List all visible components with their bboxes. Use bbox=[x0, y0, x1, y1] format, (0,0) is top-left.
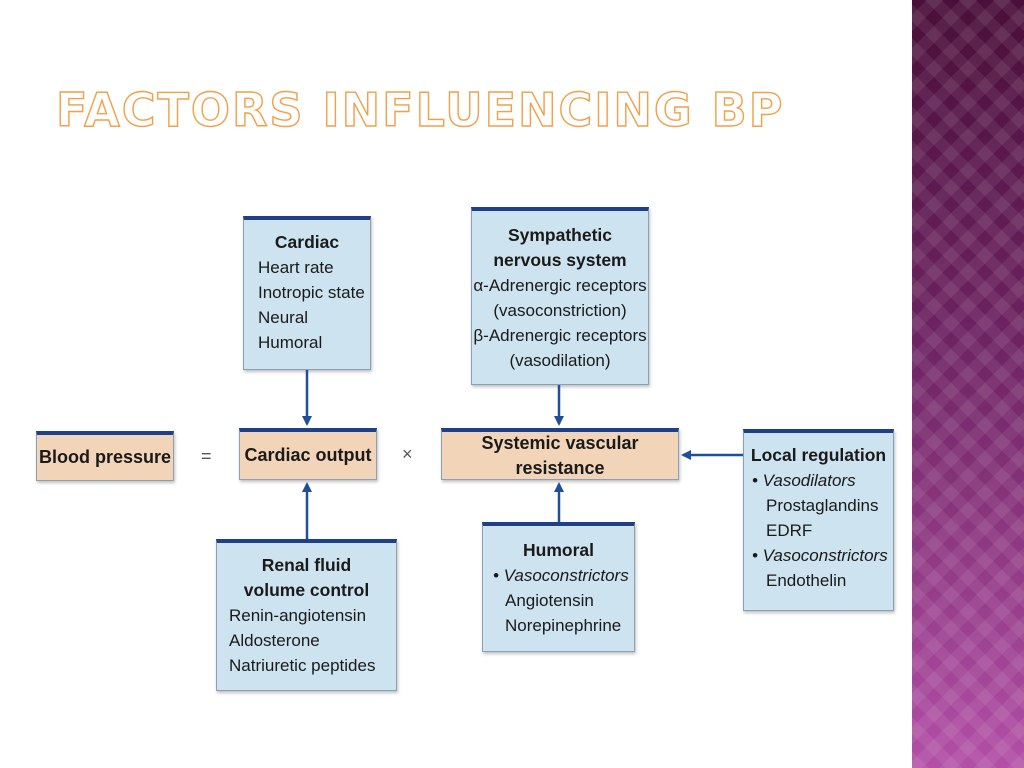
renal-title-line2: volume control bbox=[243, 580, 370, 600]
blood-pressure-label: Blood pressure bbox=[38, 447, 172, 467]
cardiac-item: Heart rate bbox=[258, 258, 334, 277]
svr-box: Systemic vascular resistance bbox=[441, 428, 679, 480]
sympathetic-item: (vasoconstriction) bbox=[493, 301, 627, 320]
decorative-side-band bbox=[912, 0, 1024, 768]
sympathetic-item: (vasodilation) bbox=[509, 351, 611, 370]
slide-title: Factors influencing BP bbox=[55, 82, 785, 137]
blood-pressure-box: Blood pressure bbox=[36, 431, 174, 481]
humoral-item: Angiotensin bbox=[505, 591, 594, 610]
cardiac-title: Cardiac bbox=[274, 232, 340, 252]
sympathetic-item: β-Adrenergic receptors bbox=[473, 326, 647, 345]
humoral-box: Humoral • Vasoconstrictors Angiotensin N… bbox=[482, 522, 635, 652]
renal-title-line1: Renal fluid bbox=[261, 555, 352, 575]
local-item: EDRF bbox=[766, 521, 813, 540]
cardiac-output-box: Cardiac output bbox=[239, 428, 377, 480]
cardiac-box: Cardiac Heart rate Inotropic state Neura… bbox=[243, 216, 371, 370]
sympathetic-title-line1: Sympathetic bbox=[507, 225, 613, 245]
renal-box: Renal fluid volume control Renin-angiote… bbox=[216, 539, 397, 691]
sympathetic-box: Sympathetic nervous system α-Adrenergic … bbox=[471, 207, 649, 385]
multiply-sign: × bbox=[402, 444, 413, 464]
local-regulation-title: Local regulation bbox=[750, 445, 887, 465]
humoral-item: • Vasoconstrictors bbox=[493, 566, 629, 585]
sympathetic-title-line2: nervous system bbox=[493, 250, 627, 270]
cardiac-item: Humoral bbox=[258, 333, 323, 352]
local-item: Prostaglandins bbox=[766, 496, 879, 515]
equals-sign: = bbox=[201, 446, 212, 466]
humoral-item: Norepinephrine bbox=[505, 616, 622, 635]
local-regulation-box: Local regulation • Vasodilators Prostagl… bbox=[743, 429, 894, 611]
cardiac-item: Neural bbox=[258, 308, 309, 327]
renal-item: Natriuretic peptides bbox=[229, 656, 376, 675]
local-item: Endothelin bbox=[766, 571, 847, 590]
cardiac-item: Inotropic state bbox=[258, 283, 365, 302]
renal-item: Renin-angiotensin bbox=[229, 606, 367, 625]
sympathetic-item: α-Adrenergic receptors bbox=[473, 276, 647, 295]
cardiac-output-label: Cardiac output bbox=[244, 445, 372, 465]
svr-label: Systemic vascular resistance bbox=[481, 432, 639, 478]
local-item: • Vasoconstrictors bbox=[752, 546, 888, 565]
renal-item: Aldosterone bbox=[229, 631, 320, 650]
humoral-title: Humoral bbox=[523, 540, 594, 560]
local-item: • Vasodilators bbox=[752, 471, 856, 490]
